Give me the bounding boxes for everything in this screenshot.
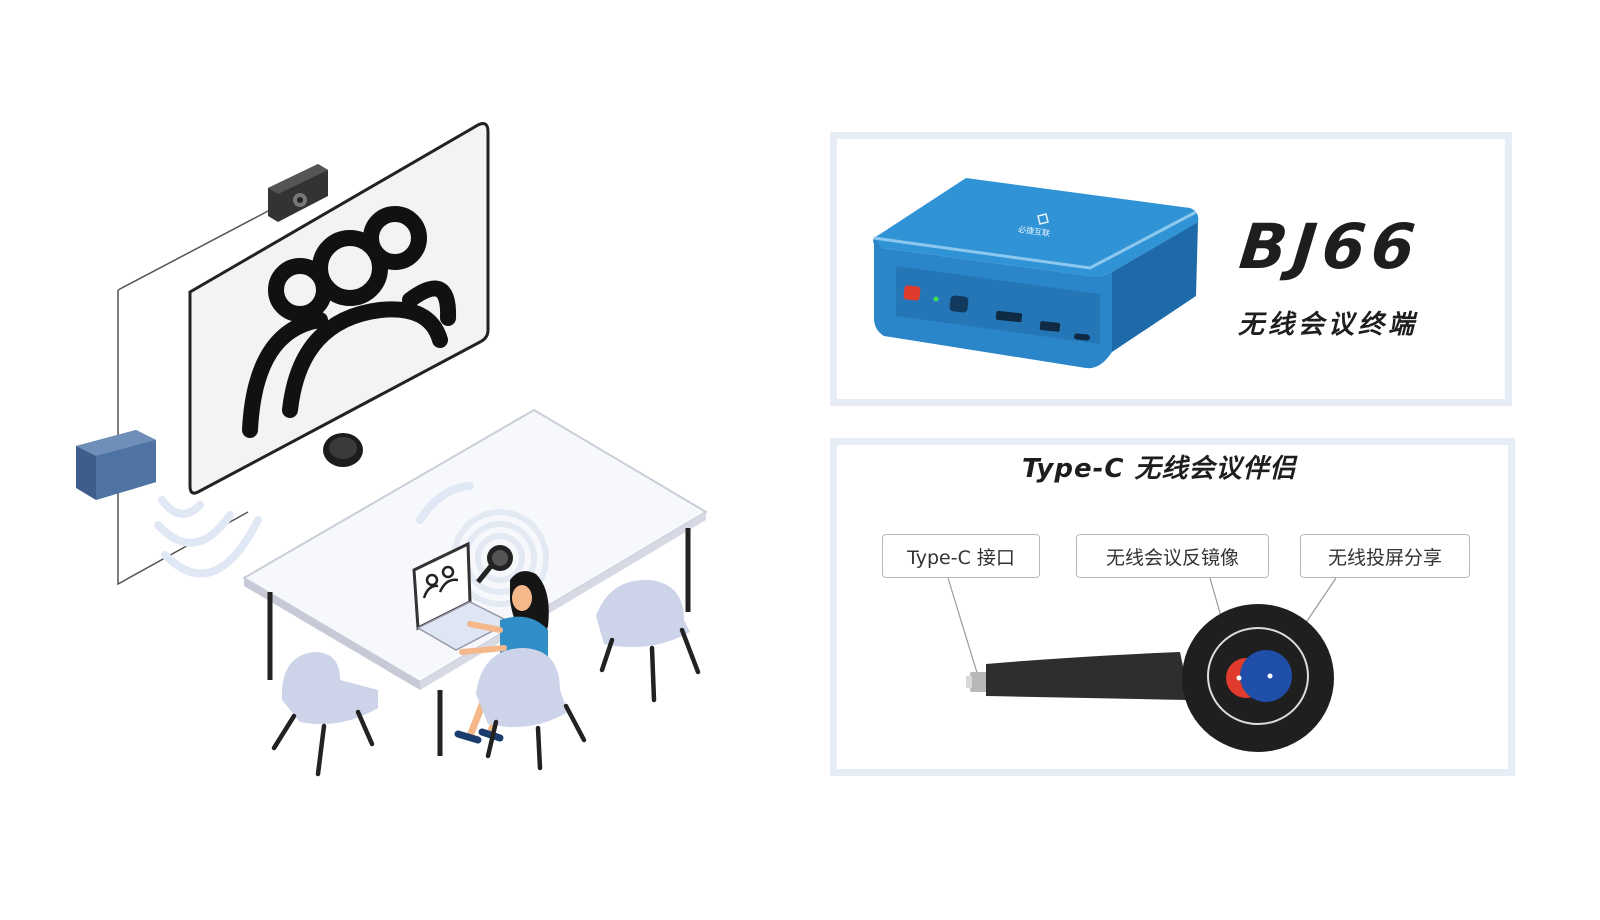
laptop-icon [412,541,512,651]
companion-panel [830,438,1515,776]
wireless-dongle-icon [476,545,513,584]
signal-waves-left [154,496,262,578]
chair-right [596,579,701,703]
companion-title: Type-C 无线会议伴侣 [1022,454,1297,484]
chair-front-left [271,652,378,777]
model-name: BJ66 [1236,210,1425,283]
callout-typec-port: Type-C 接口 [882,534,1040,578]
model-subtitle: 无线会议终端 [1238,310,1419,340]
camera-icon [268,164,328,222]
callout-screen-share: 无线投屏分享 [1300,534,1470,578]
callout-reverse-mirror: 无线会议反镜像 [1076,534,1269,578]
speaker-mic-icon [323,433,363,467]
meeting-room-illustration [76,122,708,777]
chair-front-center [476,648,587,771]
people-icon [242,206,457,438]
wall-box-device-icon [76,430,156,500]
